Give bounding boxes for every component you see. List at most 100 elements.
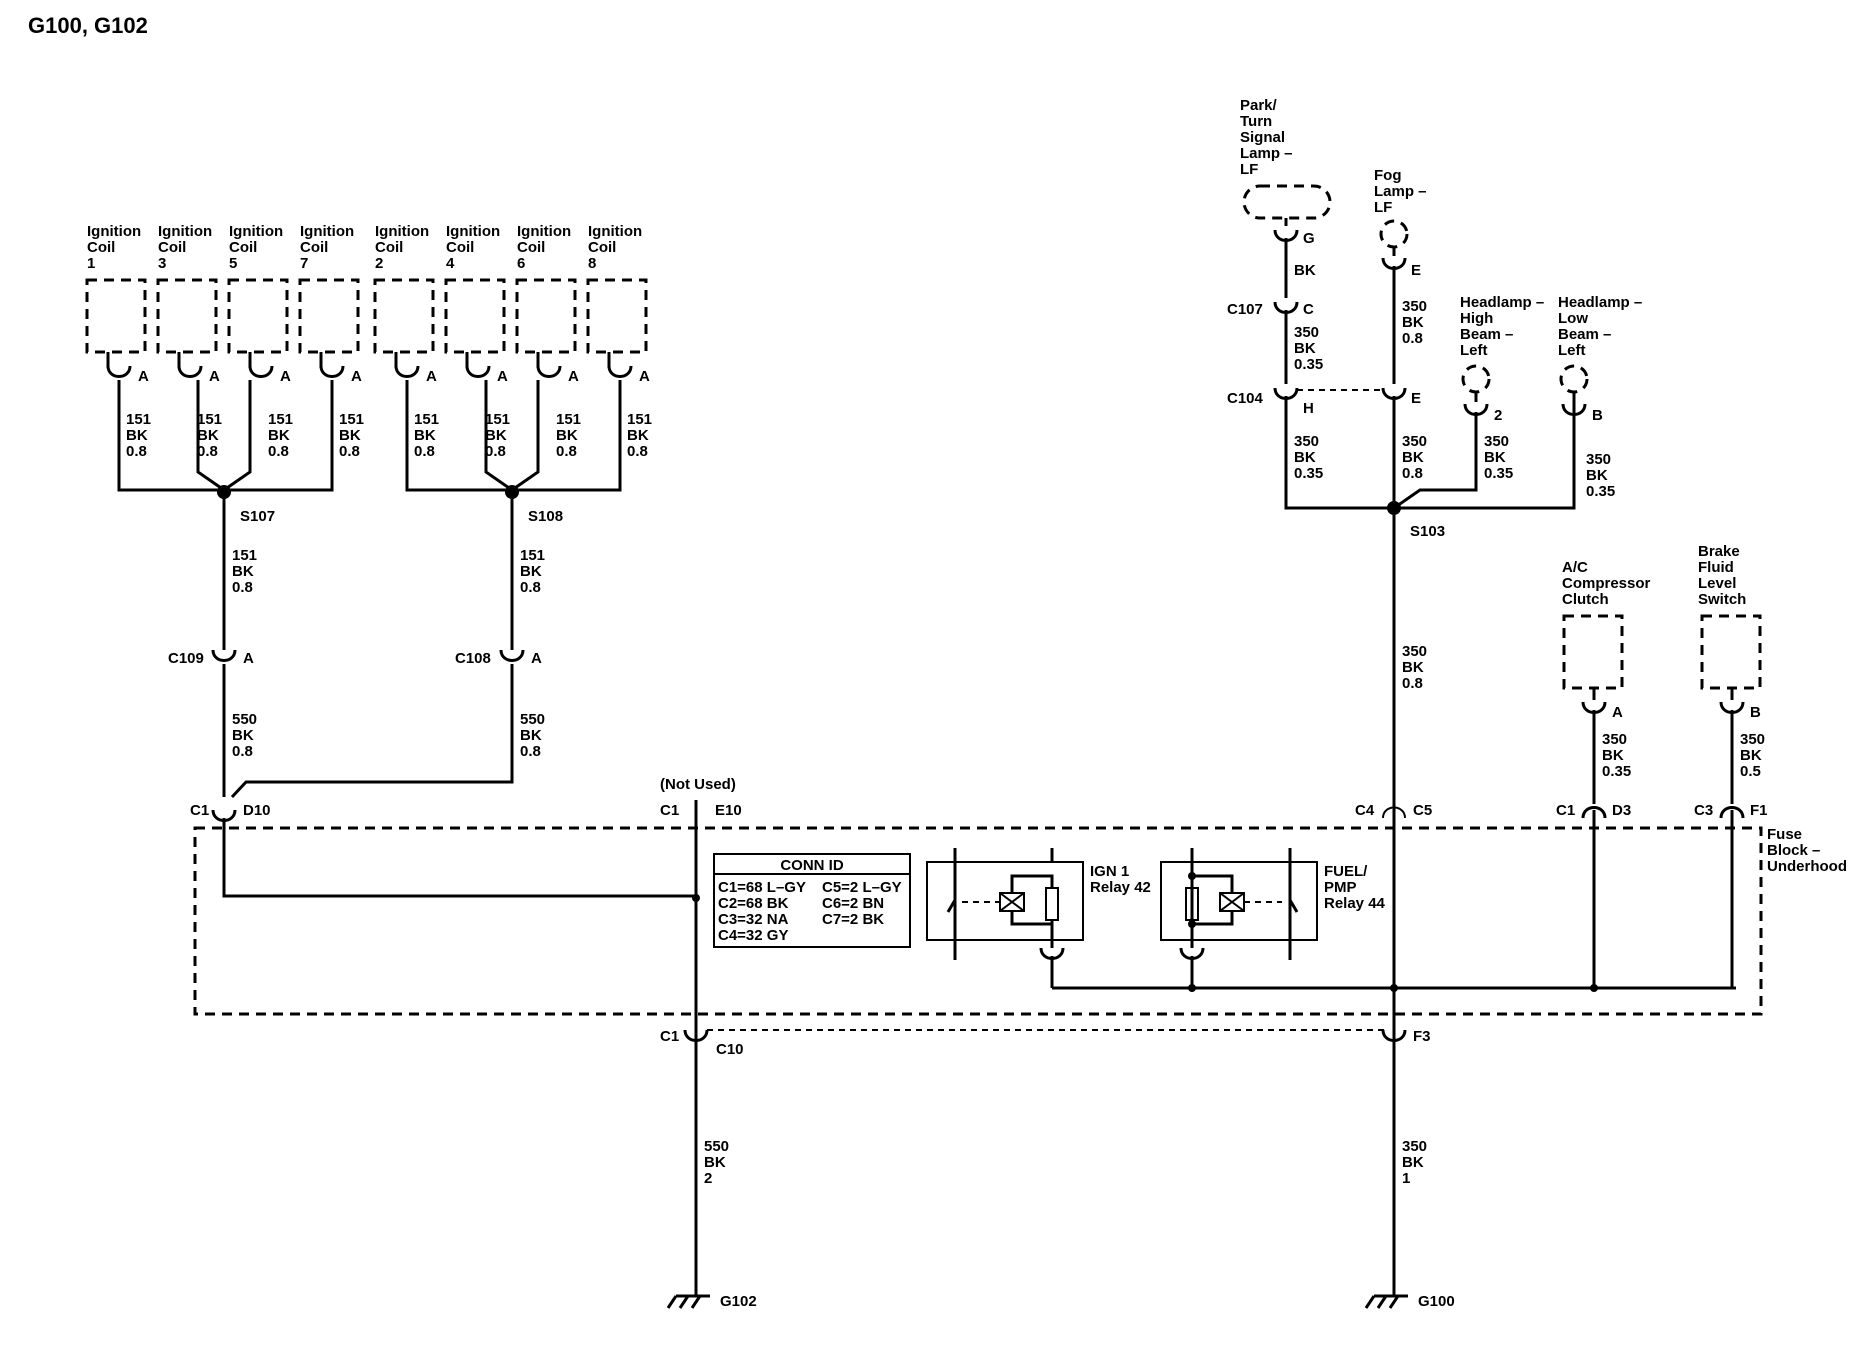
s107-out-circuit: 151	[232, 547, 257, 564]
s107-out-size: 0.8	[232, 579, 253, 596]
coil-1-pin: A	[138, 368, 149, 385]
coil-4-label-line1: Ignition	[446, 223, 500, 240]
park-turn-mid-size: 0.35	[1294, 356, 1323, 373]
coil-wires	[117, 380, 622, 499]
c1-c10-pin: C10	[716, 1041, 744, 1058]
coil-2-pin: A	[426, 368, 437, 385]
coil-6-connector	[536, 352, 562, 378]
c1-d10-connector-and-wire	[211, 809, 696, 898]
bus-dot-fuel	[1188, 984, 1196, 992]
fog-lamp-bulb	[1379, 219, 1409, 249]
brake-switch-pin: B	[1750, 704, 1761, 721]
coil-5-label-line2: Coil	[229, 239, 257, 256]
coil-3-pin: A	[209, 368, 220, 385]
coil-7-label-line2: Coil	[300, 239, 328, 256]
c1-junction-dot	[692, 894, 700, 902]
fuel-relay-coil-cross	[1219, 892, 1245, 912]
coil-connector-symbols	[106, 352, 633, 378]
s107-out-color: BK	[232, 563, 254, 580]
high-beam-lamp-bulb	[1461, 364, 1491, 394]
c3-f1-pin: F1	[1750, 802, 1768, 819]
s103-out-color: BK	[1402, 659, 1424, 676]
high-beam-color: BK	[1484, 449, 1506, 466]
low-beam-lamp-bulb	[1559, 364, 1589, 394]
coil-4-pin: A	[497, 368, 508, 385]
park-turn-low-size: 0.35	[1294, 465, 1323, 482]
low-beam-label-line4: Left	[1558, 342, 1586, 359]
g102-wire-circuit: 550	[704, 1138, 729, 1155]
ac-clutch-pin: A	[1612, 704, 1623, 721]
conn-id-c7: C7=2 BK	[822, 911, 884, 928]
fuse-block-label: Fuse Block – Underhood	[1767, 826, 1847, 875]
fuel-relay-coil-wires	[1192, 874, 1234, 926]
g100-wire-color: BK	[1402, 1154, 1424, 1171]
ignition-coil-5-box	[227, 278, 289, 354]
brake-switch-circuit: 350	[1740, 731, 1765, 748]
coil-3-label-line2: Coil	[158, 239, 186, 256]
ign1-relay-coil-cross	[999, 892, 1025, 912]
c1-d10-name: C1	[190, 802, 209, 819]
s108-out-size: 0.8	[520, 579, 541, 596]
ac-clutch-wire-run	[1581, 688, 1607, 988]
coil-wire-labels: 151 BK 0.8 151 BK 0.8 151 BK 0.8 151 BK …	[126, 411, 652, 460]
c108-out-circuit: 550	[520, 711, 545, 728]
coil-5-label-line1: Ignition	[229, 223, 283, 240]
coil-6-wire-size: 0.8	[556, 443, 577, 460]
ign1-relay-label-line1: IGN 1	[1090, 863, 1129, 880]
coil-3-wire-size: 0.8	[197, 443, 218, 460]
coil-2-wire-circuit: 151	[414, 411, 439, 428]
coil-8-pin: A	[639, 368, 650, 385]
fuse-block-outline	[193, 826, 1763, 1016]
conn-id-box	[713, 853, 911, 948]
ac-label-line2: Compressor	[1562, 575, 1651, 592]
coil-3-label-line3: 3	[158, 255, 166, 272]
fog-top-circuit: 350	[1402, 298, 1427, 315]
coil-8-label-line1: Ignition	[588, 223, 642, 240]
ignition-coil-labels: Ignition Coil 1 Ignition Coil 3 Ignition…	[87, 223, 642, 272]
fuel-relay-dot-top	[1188, 872, 1196, 880]
c1-c10-name: C1	[660, 1028, 679, 1045]
ignition-coil-boxes	[85, 278, 648, 354]
coil-8-connector	[607, 352, 633, 378]
brake-switch-size: 0.5	[1740, 763, 1761, 780]
c5-pin: C5	[1413, 802, 1432, 819]
coil-7-wire-size: 0.8	[339, 443, 360, 460]
park-turn-label-line4: Lamp –	[1240, 145, 1293, 162]
coil-1-connector	[106, 352, 132, 378]
c108-label: C108	[455, 650, 491, 667]
coil-2-wire-size: 0.8	[414, 443, 435, 460]
coil-5-pin: A	[280, 368, 291, 385]
splice-s107-label: S107	[240, 508, 275, 525]
coil-4-label-line2: Coil	[446, 239, 474, 256]
park-turn-label-line3: Signal	[1240, 129, 1285, 146]
ground-g100-icon	[1364, 1294, 1408, 1309]
coil-1-wire-size: 0.8	[126, 443, 147, 460]
coil-1-wire-circuit: 151	[126, 411, 151, 428]
fog-low-circuit: 350	[1402, 433, 1427, 450]
not-used-note: (Not Used)	[660, 776, 736, 793]
brake-label-line2: Fluid	[1698, 559, 1734, 576]
fog-low-color: BK	[1402, 449, 1424, 466]
low-beam-size: 0.35	[1586, 483, 1615, 500]
fuse-block-label-line3: Underhood	[1767, 858, 1847, 875]
brake-switch-wire-run	[1719, 688, 1745, 990]
c3-f1-name: C3	[1694, 802, 1713, 819]
low-beam-pin: B	[1592, 407, 1603, 424]
park-turn-label-line1: Park/	[1240, 97, 1278, 114]
park-turn-low-color: BK	[1294, 449, 1316, 466]
ign1-relay-resistor	[1045, 887, 1059, 921]
s103-out-circuit: 350	[1402, 643, 1427, 660]
c1-d3-pin: D3	[1612, 802, 1631, 819]
ign1-relay-bottom-connector	[1039, 848, 1065, 988]
g102-wire-color: BK	[704, 1154, 726, 1171]
brake-switch-group: Brake Fluid Level Switch B 350 BK 0.5 C3…	[1694, 543, 1768, 990]
fuse-block-label-line2: Block –	[1767, 842, 1820, 859]
coil-6-wire-color: BK	[556, 427, 578, 444]
low-beam-wire-run	[1561, 392, 1587, 508]
ac-clutch-box	[1562, 614, 1624, 690]
park-turn-lamp-bulb	[1242, 184, 1332, 220]
fuse-block-label-line1: Fuse	[1767, 826, 1802, 843]
coil-7-wire-color: BK	[339, 427, 361, 444]
fuel-relay-label-line1: FUEL/	[1324, 863, 1368, 880]
